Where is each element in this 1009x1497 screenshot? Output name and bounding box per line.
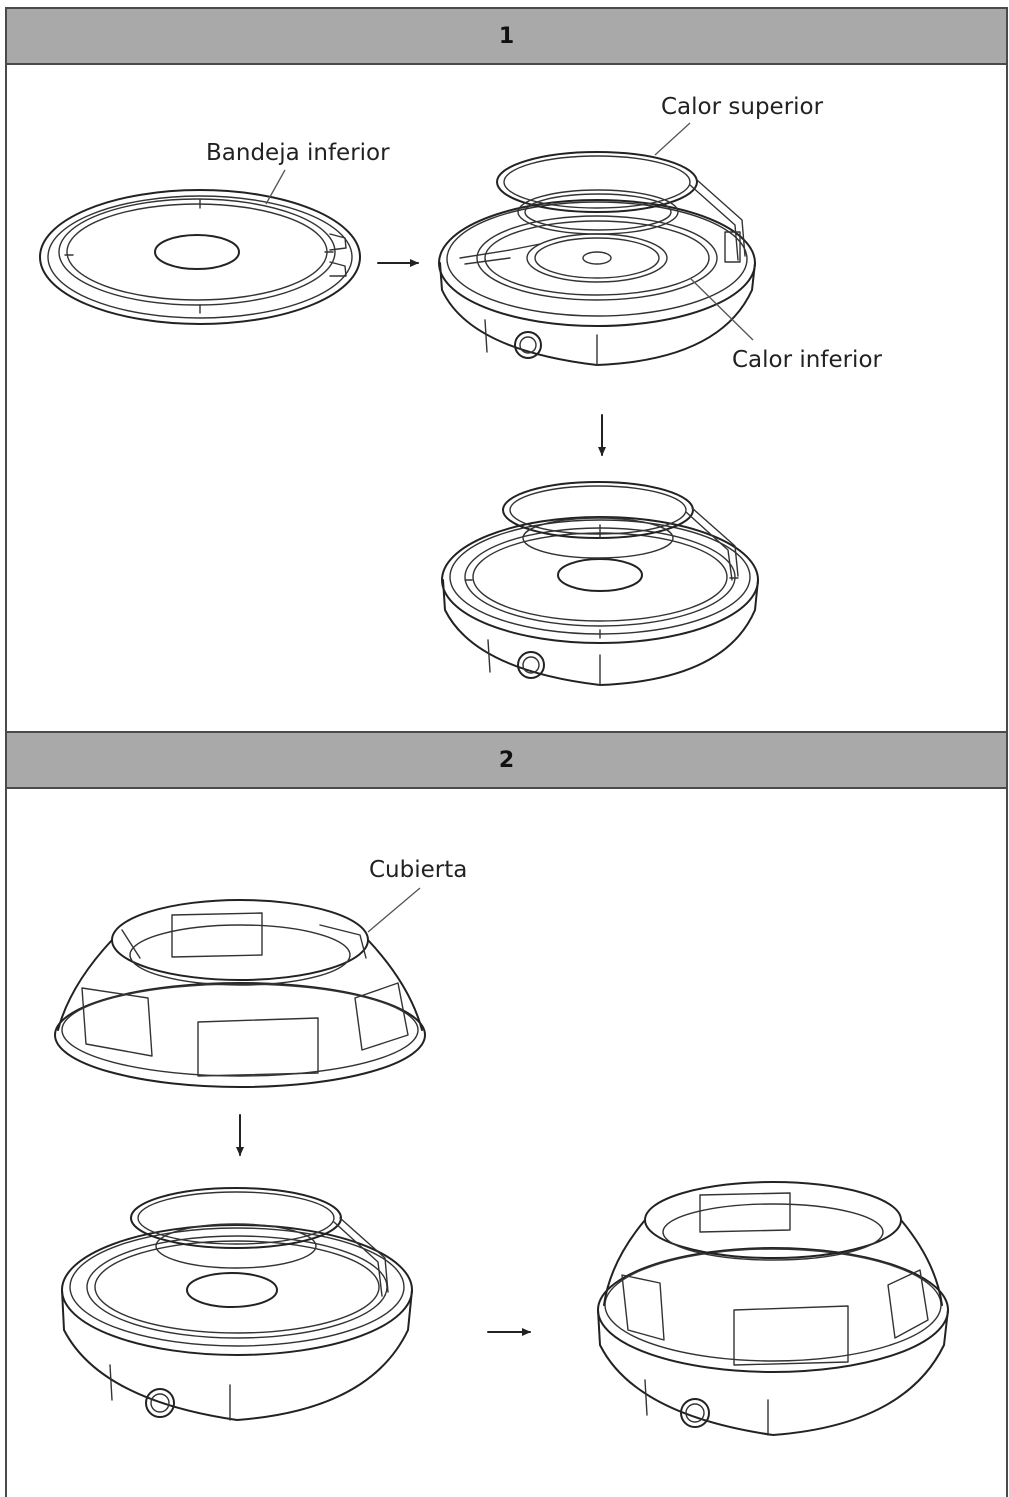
leader-calor-inferior	[689, 277, 754, 341]
base-with-heaters-illustration	[438, 151, 756, 366]
label-calor-inferior: Calor inferior	[732, 347, 883, 373]
label-calor-superior: Calor superior	[661, 94, 824, 120]
cover-illustration	[54, 899, 426, 1088]
step-1-number: 1	[498, 23, 515, 49]
assembled-unit-illustration	[597, 1181, 949, 1436]
step-2-header: 2	[5, 731, 1008, 789]
step-1-result-illustration	[441, 481, 759, 686]
leader-cubierta	[367, 887, 421, 933]
step-2-number: 2	[498, 747, 515, 773]
bottom-tray-illustration	[39, 189, 361, 325]
leader-bandeja	[265, 169, 286, 205]
label-cubierta: Cubierta	[369, 857, 467, 883]
step-1-header: 1	[5, 7, 1008, 65]
label-bandeja-inferior: Bandeja inferior	[206, 140, 390, 166]
step-2-base-illustration	[61, 1187, 413, 1421]
leader-calor-superior	[654, 122, 691, 156]
